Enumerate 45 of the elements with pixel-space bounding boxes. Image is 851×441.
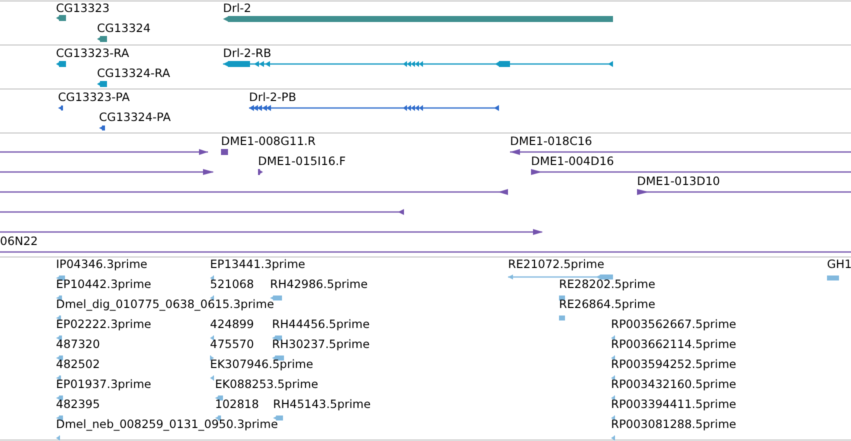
feature-label: CG13323 — [56, 2, 110, 15]
feature-label: 482502 — [56, 358, 100, 371]
feature-label: DME1-013D10 — [637, 175, 720, 188]
feature-label: 475570 — [210, 338, 254, 351]
feature-label: RE28202.5prime — [559, 278, 656, 291]
feature-label: RP003562667.5prime — [611, 318, 736, 331]
feature-label: DME1-015I16.F — [258, 155, 346, 168]
feature-label: IP04346.3prime — [56, 258, 148, 271]
feature-label: DME1-004D16 — [531, 155, 614, 168]
feature-label: DME1-018C16 — [510, 135, 592, 148]
feature-label: RP003594252.5prime — [611, 358, 736, 371]
feature-label: EP01937.3prime — [56, 378, 152, 391]
feature-label: CG13323-PA — [58, 91, 130, 104]
feature-label: RP003394411.5prime — [611, 398, 736, 411]
feature-label: Drl-2 — [223, 2, 252, 15]
feature-label: CG13324-RA — [97, 67, 170, 80]
feature-label: RH30237.5prime — [272, 338, 370, 351]
feature-label: EP10442.3prime — [56, 278, 152, 291]
feature-label: RE26864.5prime — [559, 298, 656, 311]
feature-label: 487320 — [56, 338, 100, 351]
feature-label: RP003662114.5prime — [611, 338, 736, 351]
feature-label: Dmel_neb_008259_0131_0950.3prime — [56, 418, 278, 431]
feature-label: EK307946.5prime — [210, 358, 314, 371]
feature-label: EP02222.3prime — [56, 318, 152, 331]
feature-label: RH44456.5prime — [272, 318, 370, 331]
feature-label: CG13323-RA — [56, 47, 130, 60]
feature-label: EP13441.3prime — [210, 258, 306, 271]
feature-label: 06N22 — [0, 235, 38, 248]
feature-label: Drl-2-PB — [249, 91, 296, 104]
feature-label: RP003081288.5prime — [611, 418, 736, 431]
feature-label: RE21072.5prime — [508, 258, 604, 271]
feature-label: 521068 — [210, 278, 254, 291]
feature-label: RP003432160.5prime — [611, 378, 736, 391]
feature-label: 102818 — [215, 398, 259, 411]
feature-label: CG13324 — [97, 22, 151, 35]
feature-label: CG13324-PA — [99, 111, 171, 124]
feature-label: 424899 — [210, 318, 254, 331]
feature-label: EK088253.5prime — [215, 378, 318, 391]
feature-label: RH45143.5prime — [273, 398, 371, 411]
feature-label: Dmel_dig_010775_0638_0615.3prime — [56, 298, 274, 311]
feature-label: DME1-008G11.R — [221, 135, 316, 148]
feature-label: GH1 — [827, 258, 851, 271]
feature-label: 482395 — [56, 398, 100, 411]
feature-label: Drl-2-RB — [223, 47, 272, 60]
feature-label: RH42986.5prime — [270, 278, 368, 291]
